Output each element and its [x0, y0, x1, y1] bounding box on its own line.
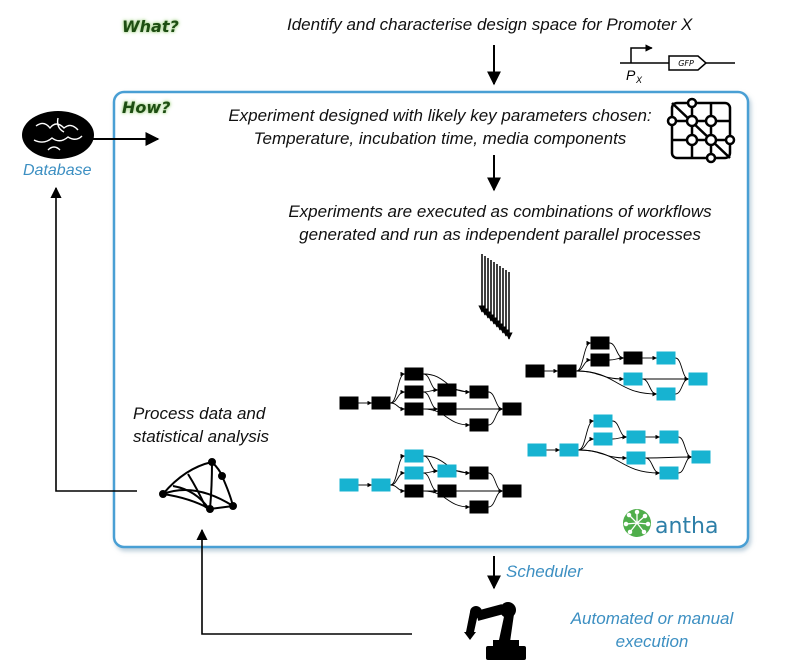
automation-line-1: Automated or manual — [570, 609, 734, 628]
workflow-node — [557, 364, 577, 378]
workflow-node — [371, 396, 391, 410]
workflow-node — [590, 336, 610, 350]
workflow-edge — [423, 408, 470, 428]
workflow-node — [404, 402, 424, 416]
workflow-edge — [678, 454, 692, 474]
scheduler-label: Scheduler — [506, 562, 583, 581]
workflow-node — [502, 484, 522, 498]
workflow-edge — [609, 355, 624, 361]
workflow-node — [623, 351, 643, 365]
workflow-node — [659, 466, 679, 480]
workflow-edge — [390, 470, 405, 486]
workflow-graph-4 — [527, 414, 711, 480]
gfp-gene-icon — [668, 55, 708, 71]
workflow-edge — [390, 402, 405, 412]
workflow-node — [656, 387, 676, 401]
promoter-label: P — [626, 67, 636, 83]
workflow-edge — [645, 454, 692, 460]
workflow-node — [404, 484, 424, 498]
what-label: What? — [122, 17, 179, 36]
antha-logo-icon — [623, 509, 651, 537]
workflow-node — [525, 364, 545, 378]
parallel-arrows-icon — [478, 254, 513, 340]
promoter-construct: GFP P X — [620, 44, 735, 85]
analysis-text: Process data and statistical analysis — [133, 402, 269, 448]
database-label: Database — [23, 162, 92, 179]
workflow-node — [404, 466, 424, 480]
brand-wordmark: antha — [655, 514, 718, 539]
workflow-graph-1 — [339, 367, 522, 432]
workflow-edge — [576, 340, 591, 372]
workflow-edge — [390, 371, 405, 404]
workflow-node — [659, 430, 679, 444]
mesh-icon — [159, 458, 237, 513]
execution-text: Experiments are executed as combinations… — [270, 200, 730, 246]
analysis-line-1: Process data and — [133, 404, 266, 423]
workflow-edge — [488, 406, 503, 426]
workflow-node — [469, 385, 489, 399]
workflow-node — [437, 464, 457, 478]
workflow-edge — [576, 370, 657, 397]
design-line-2: Temperature, incubation time, media comp… — [253, 129, 627, 148]
goal-text: Identify and characterise design space f… — [287, 15, 693, 34]
automation-line-2: execution — [615, 632, 689, 651]
workflow-node — [593, 432, 613, 446]
workflow-edge — [488, 488, 503, 508]
workflow-node — [593, 414, 613, 428]
workflow-graph-2 — [339, 449, 522, 514]
workflow-node — [371, 478, 391, 492]
workflow-node — [437, 383, 457, 397]
workflow-node — [590, 353, 610, 367]
promoter-arrow-icon — [630, 44, 653, 63]
workflow-edge — [612, 434, 627, 440]
workflow-node — [691, 450, 711, 464]
workflow-node — [437, 402, 457, 416]
design-text: Experiment designed with likely key para… — [210, 104, 670, 150]
workflow-node — [527, 443, 547, 457]
workflow-node — [469, 418, 489, 432]
workflow-node — [626, 430, 646, 444]
gfp-label: GFP — [678, 59, 694, 68]
workflow-node — [404, 449, 424, 463]
workflow-graphs — [339, 336, 711, 514]
workflow-node — [339, 396, 359, 410]
workflow-node — [339, 478, 359, 492]
design-line-1: Experiment designed with likely key para… — [228, 106, 652, 125]
robot-arm-icon — [464, 602, 526, 660]
workflow-node — [437, 484, 457, 498]
workflow-graph-3 — [525, 336, 708, 401]
workflow-node — [559, 443, 579, 457]
workflow-edge — [578, 449, 660, 476]
execution-line-2: generated and run as independent paralle… — [299, 225, 701, 244]
workflow-edge — [390, 453, 405, 486]
workflow-node — [656, 351, 676, 365]
how-label: How? — [122, 98, 171, 117]
workflow-node — [623, 372, 643, 386]
arrow-execution-to-analysis — [196, 528, 412, 635]
brain-icon — [22, 111, 94, 159]
workflow-edge — [390, 389, 405, 404]
analysis-line-2: statistical analysis — [133, 427, 270, 446]
arrow-analysis-to-database — [50, 186, 137, 492]
workflow-edge — [675, 376, 689, 395]
workflow-node — [626, 451, 646, 465]
promoter-subscript: X — [635, 75, 643, 85]
workflow-node — [469, 466, 489, 480]
workflow-edge — [578, 418, 594, 451]
how-frame — [112, 90, 750, 549]
workflow-edge — [423, 373, 470, 395]
workflow-node — [469, 500, 489, 514]
workflow-node — [502, 402, 522, 416]
workflow-node — [688, 372, 708, 386]
automation-text: Automated or manual execution — [557, 607, 747, 653]
network-grid-icon — [666, 97, 736, 164]
workflow-edge — [390, 484, 405, 494]
execution-line-1: Experiments are executed as combinations… — [288, 202, 712, 221]
workflow-edge — [423, 490, 470, 510]
workflow-node — [404, 385, 424, 399]
workflow-node — [404, 367, 424, 381]
